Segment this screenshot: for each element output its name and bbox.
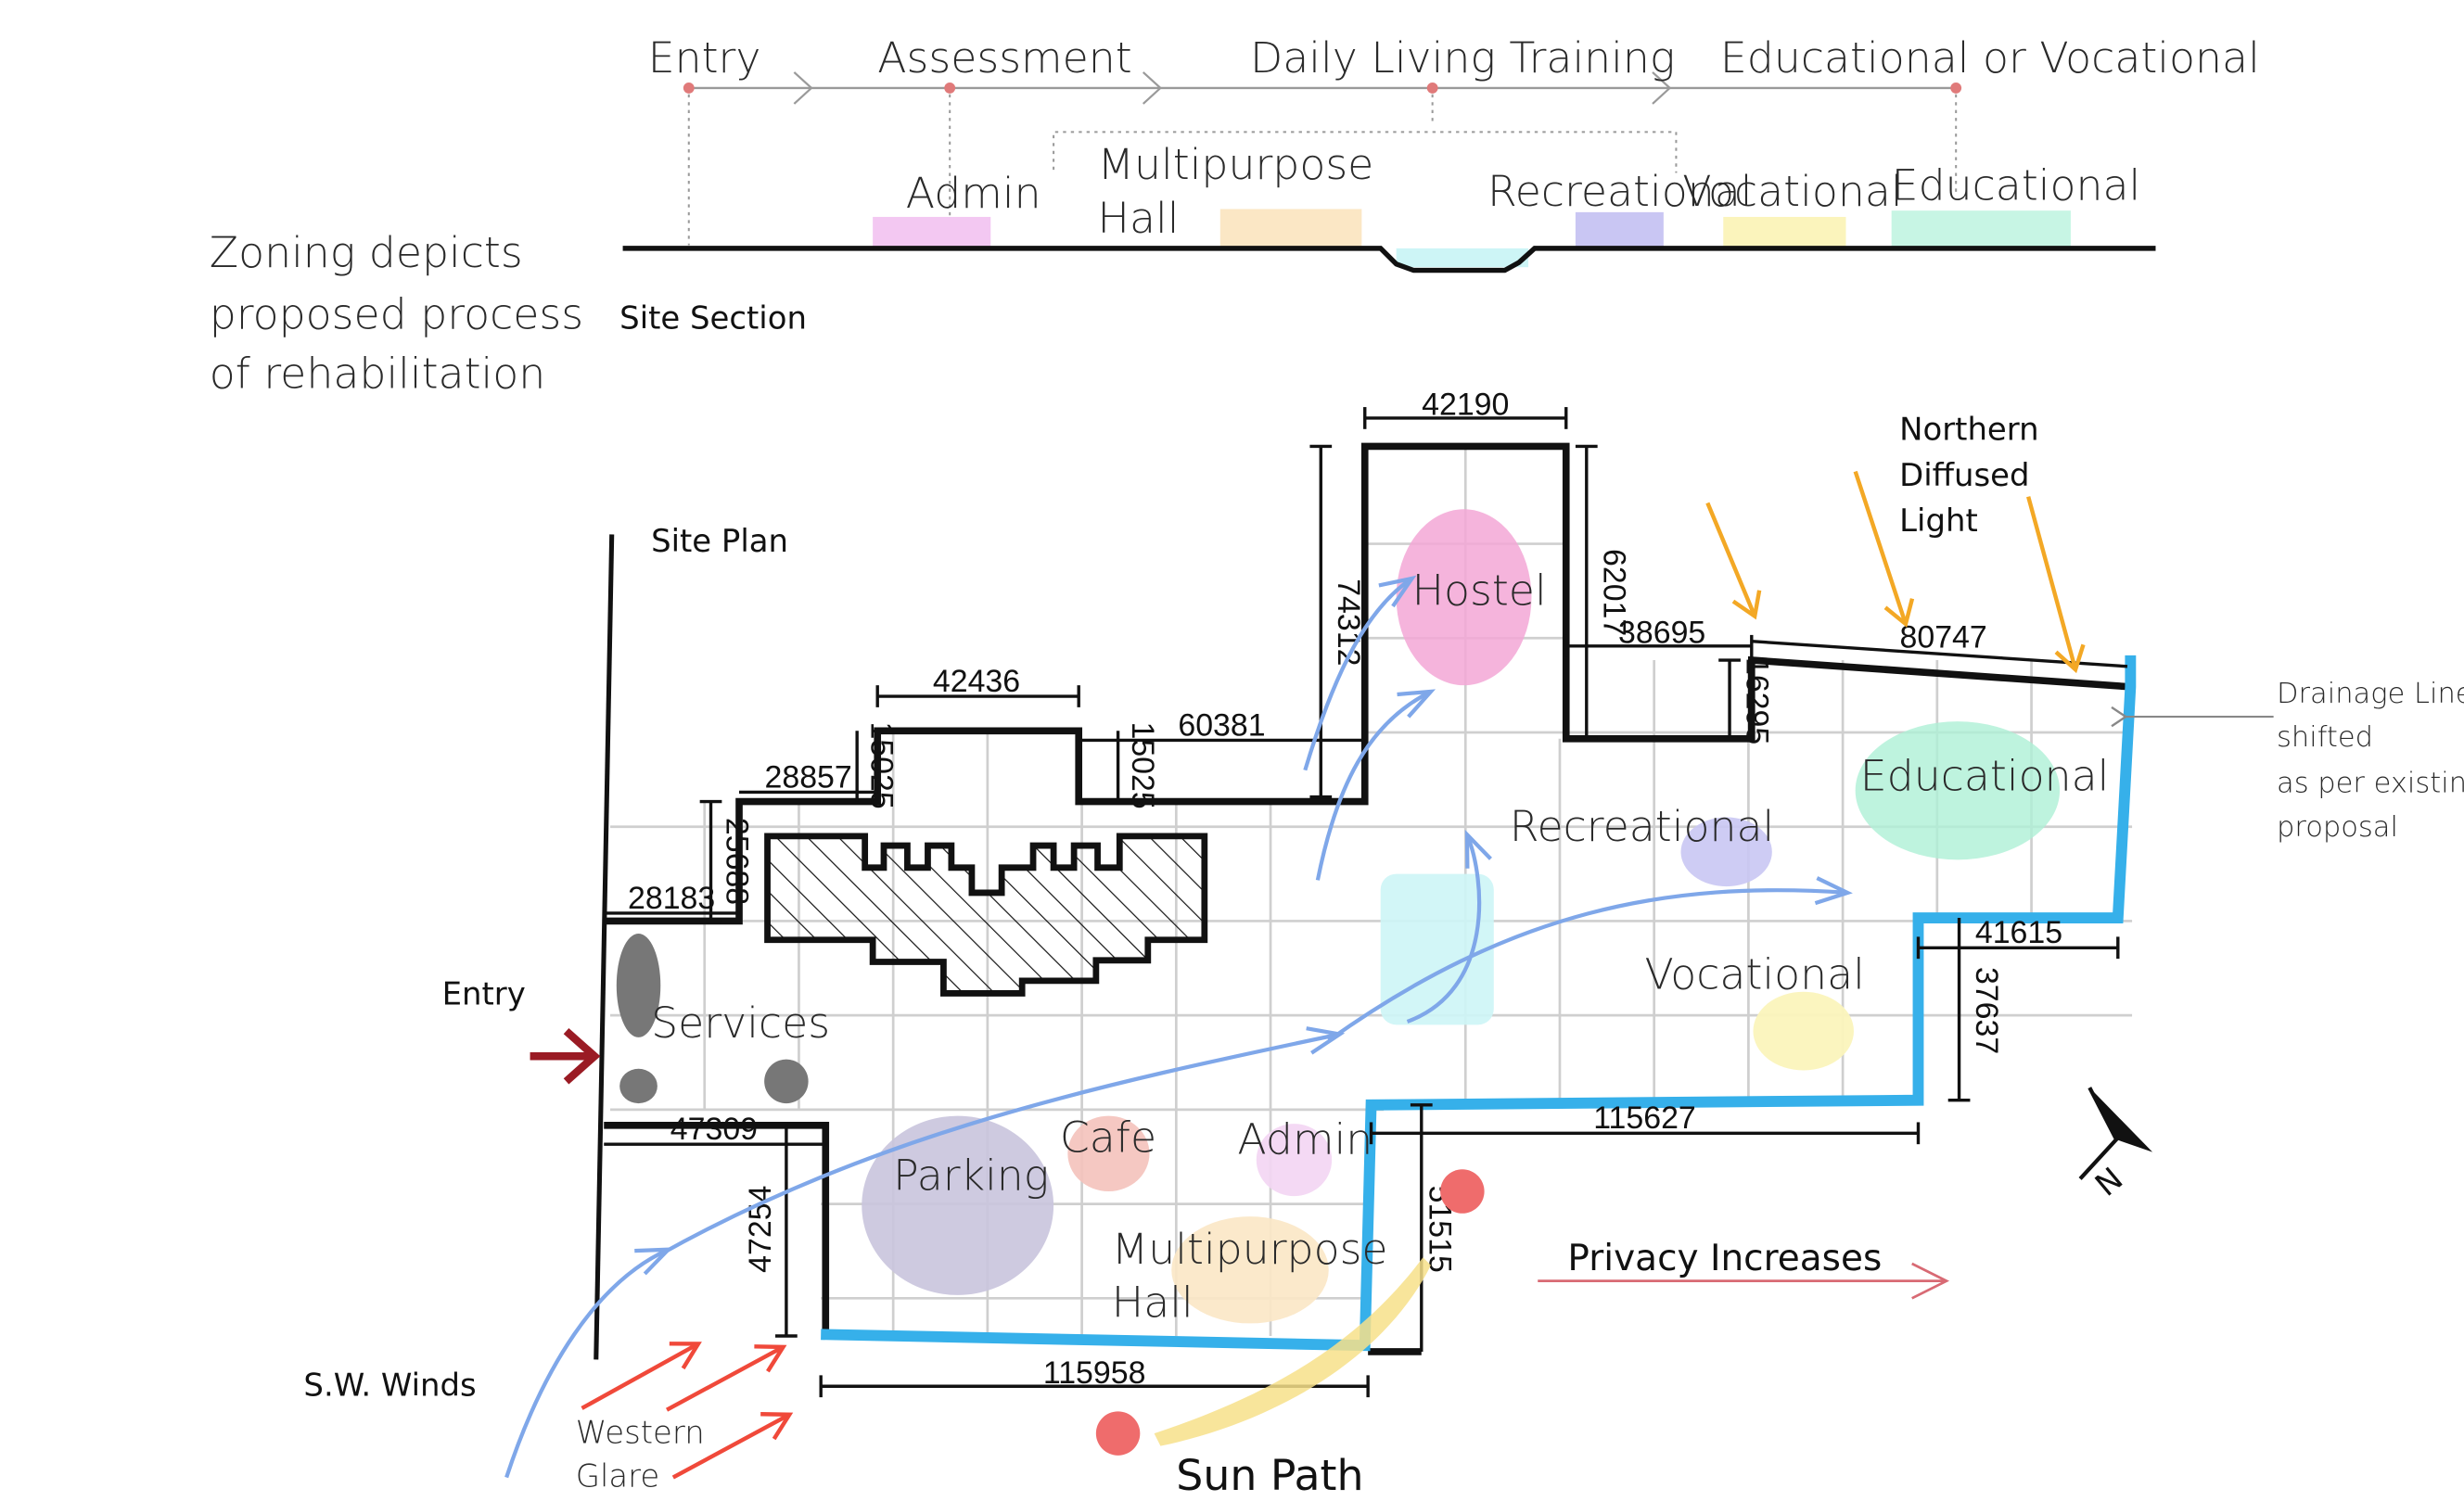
north-label: N bbox=[2088, 1161, 2129, 1203]
label-drainage-2: shifted bbox=[2277, 721, 2373, 754]
zone-hostel-bubble bbox=[1396, 509, 1532, 686]
sun-path-arc bbox=[1154, 1257, 1431, 1446]
services-unit-3 bbox=[764, 1059, 809, 1104]
section-vocational-zone bbox=[1723, 216, 1846, 248]
zone-pond bbox=[1380, 873, 1494, 1025]
process-step-educational-vocational: Educational or Vocational bbox=[1720, 33, 2260, 83]
western-glare-arrows bbox=[581, 1342, 794, 1480]
dim-hostel-east: 62017 bbox=[1596, 549, 1631, 636]
process-step-assessment: Assessment bbox=[877, 33, 1132, 83]
entry-arrow bbox=[530, 1027, 601, 1085]
site-plan: 42190 74312 62017 38695 80747 16295 4243… bbox=[303, 388, 2464, 1501]
label-northern-light-3: Light bbox=[1899, 502, 1978, 539]
southwest-wind-flows bbox=[504, 575, 1853, 1479]
label-hall: Hall bbox=[1112, 1278, 1194, 1328]
label-services: Services bbox=[651, 999, 830, 1048]
zone-admin-bubble bbox=[1256, 1124, 1333, 1197]
label-drainage-4: proposal bbox=[2277, 811, 2398, 844]
section-recreational-zone bbox=[1575, 211, 1664, 248]
process-marker-daily-living bbox=[1426, 83, 1438, 94]
dim-services-width: 47309 bbox=[670, 1112, 758, 1147]
section-label-vocational: Vocational bbox=[1682, 167, 1902, 216]
process-marker-entry bbox=[683, 83, 695, 94]
process-marker-educational bbox=[1950, 83, 1962, 94]
intro-line-1: Zoning depicts bbox=[210, 228, 523, 277]
dim-east-step: 41615 bbox=[1975, 915, 2062, 950]
label-western-glare-2: Glare bbox=[576, 1458, 660, 1495]
site-section: Admin Multipurpose Hall Recreational Voc… bbox=[619, 140, 2156, 336]
north-arrow-icon: N bbox=[2078, 1087, 2153, 1203]
label-northern-light-2: Diffused bbox=[1899, 457, 2029, 493]
process-timeline: Entry Assessment Daily Living Training E… bbox=[648, 33, 2260, 246]
dim-hostel-width: 42190 bbox=[1422, 388, 1509, 423]
label-entry: Entry bbox=[442, 975, 526, 1011]
label-vocational: Vocational bbox=[1645, 949, 1865, 999]
dim-north-offset: 16295 bbox=[1740, 657, 1775, 744]
services-unit-1 bbox=[616, 934, 661, 1037]
services-unit-2 bbox=[619, 1068, 657, 1104]
zone-educational-bubble bbox=[1855, 721, 2061, 860]
dim-step-east: 15025 bbox=[1125, 721, 1160, 808]
zone-parking-bubble bbox=[862, 1115, 1054, 1295]
zone-cafe-bubble bbox=[1067, 1115, 1150, 1192]
northern-light-arrows bbox=[1705, 470, 2086, 674]
dim-south-edge: 115958 bbox=[1043, 1355, 1146, 1391]
label-hostel: Hostel bbox=[1412, 566, 1547, 616]
label-privacy-increases: Privacy Increases bbox=[1567, 1238, 1882, 1279]
label-western-glare-1: Western bbox=[576, 1414, 705, 1450]
label-parking: Parking bbox=[893, 1151, 1049, 1200]
label-admin: Admin bbox=[1237, 1114, 1372, 1164]
section-educational-zone bbox=[1891, 210, 2071, 248]
boundary-east-drainage-edge bbox=[821, 655, 2137, 1352]
section-ground-line bbox=[622, 246, 2156, 273]
site-plan-title: Site Plan bbox=[651, 523, 788, 559]
intro-line-2: proposed process bbox=[210, 289, 583, 338]
label-drainage-3: as per existing bbox=[2277, 767, 2464, 799]
section-title: Site Section bbox=[619, 299, 807, 336]
site-boundary-southwest bbox=[604, 1122, 830, 1336]
label-drainage-1: Drainage Line bbox=[2277, 678, 2464, 710]
site-entry-road-line bbox=[594, 534, 615, 1360]
section-label-admin: Admin bbox=[906, 169, 1041, 218]
label-cafe: Cafe bbox=[1060, 1113, 1156, 1163]
section-label-recreational: Recreational bbox=[1487, 167, 1753, 216]
label-sun-path: Sun Path bbox=[1176, 1451, 1363, 1500]
process-step-entry: Entry bbox=[648, 33, 761, 83]
section-pond-zone bbox=[1396, 248, 1529, 268]
dim-south-east: 115627 bbox=[1593, 1100, 1696, 1136]
intro-line-3: of rehabilitation bbox=[210, 350, 546, 399]
dim-mid-edge: 60381 bbox=[1178, 707, 1265, 743]
dim-west-upper: 28857 bbox=[764, 759, 851, 795]
dim-hostel-west: 74312 bbox=[1331, 579, 1366, 666]
dim-north-edge: 80747 bbox=[1899, 619, 1986, 655]
dim-west-lower: 28183 bbox=[628, 881, 715, 916]
dim-building-width: 42436 bbox=[933, 664, 1020, 699]
label-recreational: Recreational bbox=[1510, 802, 1774, 851]
intro-note: Zoning depicts proposed process of rehab… bbox=[210, 228, 583, 399]
label-multipurpose: Multipurpose bbox=[1112, 1225, 1388, 1274]
dim-step-west: 15025 bbox=[863, 721, 899, 808]
zone-recreational-bubble bbox=[1680, 817, 1772, 887]
label-educational: Educational bbox=[1860, 752, 2110, 801]
zone-multipurpose-bubble bbox=[1171, 1216, 1329, 1324]
zone-vocational-bubble bbox=[1753, 991, 1854, 1071]
existing-building bbox=[764, 833, 1208, 997]
sun-position-west bbox=[1095, 1411, 1141, 1456]
process-marker-assessment bbox=[944, 83, 956, 94]
section-multipurpose-zone bbox=[1219, 209, 1362, 248]
sun-position-east bbox=[1440, 1169, 1485, 1214]
dim-north-step: 38695 bbox=[1618, 615, 1705, 650]
label-sw-winds: S.W. Winds bbox=[303, 1367, 476, 1403]
section-admin-zone bbox=[873, 216, 991, 248]
section-label-educational: Educational bbox=[1892, 160, 2141, 210]
section-label-hall: Hall bbox=[1098, 194, 1180, 243]
section-label-multipurpose: Multipurpose bbox=[1098, 140, 1374, 189]
dimension-annotations: 42190 74312 62017 38695 80747 16295 4243… bbox=[604, 388, 2128, 1398]
dim-west-rise: 25688 bbox=[719, 818, 754, 905]
process-step-daily-living-training: Daily Living Training bbox=[1250, 33, 1675, 83]
dim-east-drop: 37637 bbox=[1969, 967, 2004, 1054]
label-northern-light-1: Northern bbox=[1899, 412, 2038, 448]
